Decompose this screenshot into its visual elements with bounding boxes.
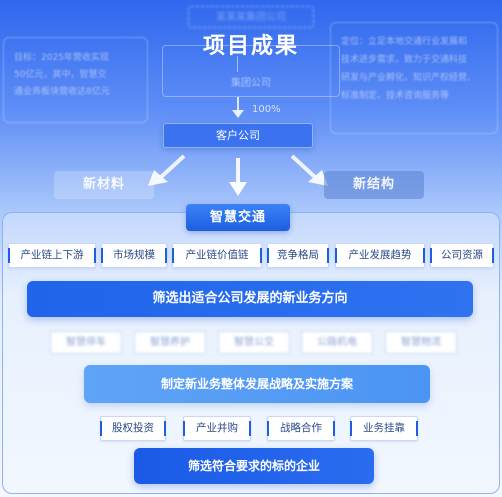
goal-line-1: 目标：2025年营收实现 (14, 53, 109, 63)
position-line-3: 研发与产业孵化，知识产权经营、 (341, 73, 477, 83)
parent-company-box: 某某某集团公司 (188, 6, 314, 28)
tag-equity-investment: 股权投资 (100, 416, 166, 441)
position-line-2: 技术进步需求，致力于交通科技 (341, 55, 468, 65)
tag-company-resources: 公司资源 (430, 243, 494, 268)
tag-market-size: 市场规模 (101, 243, 167, 268)
blurred-tag-4: 公路机电 (301, 331, 373, 354)
positioning-info-box: 定位：立足本地交通行业发展和 技术进步需求，致力于交通科技 研发与产业孵化，知识… (330, 22, 498, 134)
position-line-4: 标准制定、技术咨询服务等 (341, 91, 450, 101)
tag-business-affiliation: 业务挂靠 (350, 416, 418, 441)
blurred-tag-3: 智慧公交 (218, 331, 290, 354)
blurred-tag-1: 智慧停车 (50, 331, 122, 354)
group-company-label: 集团公司 (231, 78, 271, 89)
new-structure-box: 新结构 (324, 171, 424, 199)
tag-industry-chain: 产业链上下游 (8, 243, 96, 268)
target-enterprise-bar: 筛选符合要求的标的企业 (134, 448, 374, 484)
group-company-box: 集团公司 (162, 45, 340, 97)
branch-arrows-icon (148, 154, 328, 196)
strategy-plan-bar: 制定新业务整体发展战略及实施方案 (84, 365, 430, 403)
goal-line-3: 通业务板块营收达8亿元 (14, 87, 110, 98)
tag-trend: 产业发展趋势 (335, 243, 425, 268)
tag-competition: 竞争格局 (267, 243, 329, 268)
ownership-percent: 100% (252, 104, 281, 115)
tag-value-chain: 产业链价值链 (172, 243, 262, 268)
new-materials-box: 新材料 (54, 171, 154, 199)
new-business-direction-bar: 筛选出适合公司发展的新业务方向 (27, 281, 473, 317)
goal-info-box: 目标：2025年营收实现 50亿元，其中，智慧交 通业务板块营收达8亿元 (3, 37, 148, 123)
blurred-tag-2: 智慧养护 (134, 331, 206, 354)
connector-line (237, 56, 238, 72)
tag-strategic-cooperation: 战略合作 (267, 416, 335, 441)
page-title: 项目成果 (202, 34, 299, 59)
client-company-box: 客户公司 (163, 123, 313, 148)
goal-line-2: 50亿元，其中，智慧交 (14, 70, 107, 81)
tag-merger: 产业并购 (183, 416, 251, 441)
down-arrow-icon (232, 97, 244, 118)
smart-transport-header: 智慧交通 (186, 204, 290, 231)
position-line-1: 定位：立足本地交通行业发展和 (341, 37, 468, 47)
blurred-tag-5: 智慧物流 (385, 331, 457, 354)
